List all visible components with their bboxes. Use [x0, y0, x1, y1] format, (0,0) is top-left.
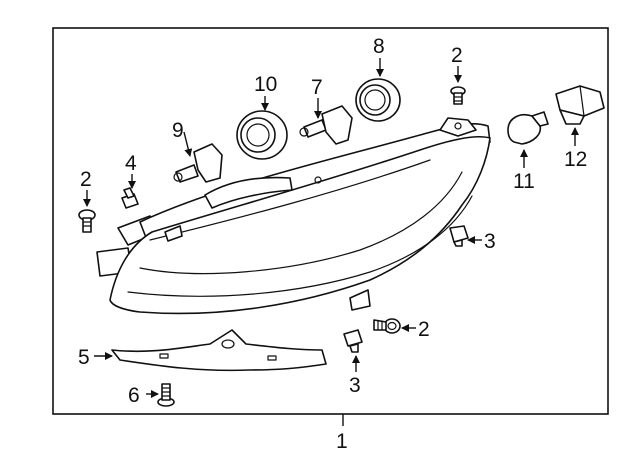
- screw-left: [78, 209, 96, 233]
- headlamp-assembly: [96, 117, 491, 315]
- bulb-9: [173, 143, 223, 183]
- callout-11: 11: [513, 170, 535, 193]
- callout-2-left: 2: [80, 168, 92, 191]
- callout-5: 5: [78, 346, 90, 369]
- socket-12: [555, 85, 605, 125]
- callout-4: 4: [125, 152, 137, 175]
- callout-8: 8: [373, 35, 385, 58]
- callout-7: 7: [311, 76, 323, 99]
- callout-1: 1: [336, 430, 348, 453]
- bracket-4: [121, 187, 139, 209]
- callout-3-bottom: 3: [349, 374, 361, 397]
- callout-2-top: 2: [451, 44, 463, 67]
- callout-6: 6: [128, 384, 140, 407]
- lower-trim-5: [111, 329, 327, 372]
- callout-2-bottom: 2: [418, 318, 430, 341]
- screw-bottom: [373, 318, 401, 334]
- bulb-11: [507, 111, 549, 145]
- callout-12: 12: [564, 148, 587, 171]
- callout-10: 10: [254, 73, 277, 96]
- bolt-6: [157, 383, 175, 407]
- callout-3-right: 3: [484, 230, 496, 253]
- callout-9: 9: [172, 119, 184, 142]
- clip-right: [449, 225, 469, 247]
- clip-bottom: [343, 329, 363, 353]
- diagram-frame: [52, 27, 609, 415]
- bulb-7: [299, 105, 353, 145]
- seal-8: [355, 78, 401, 122]
- seal-10: [236, 110, 288, 160]
- screw-top-center: [450, 86, 466, 105]
